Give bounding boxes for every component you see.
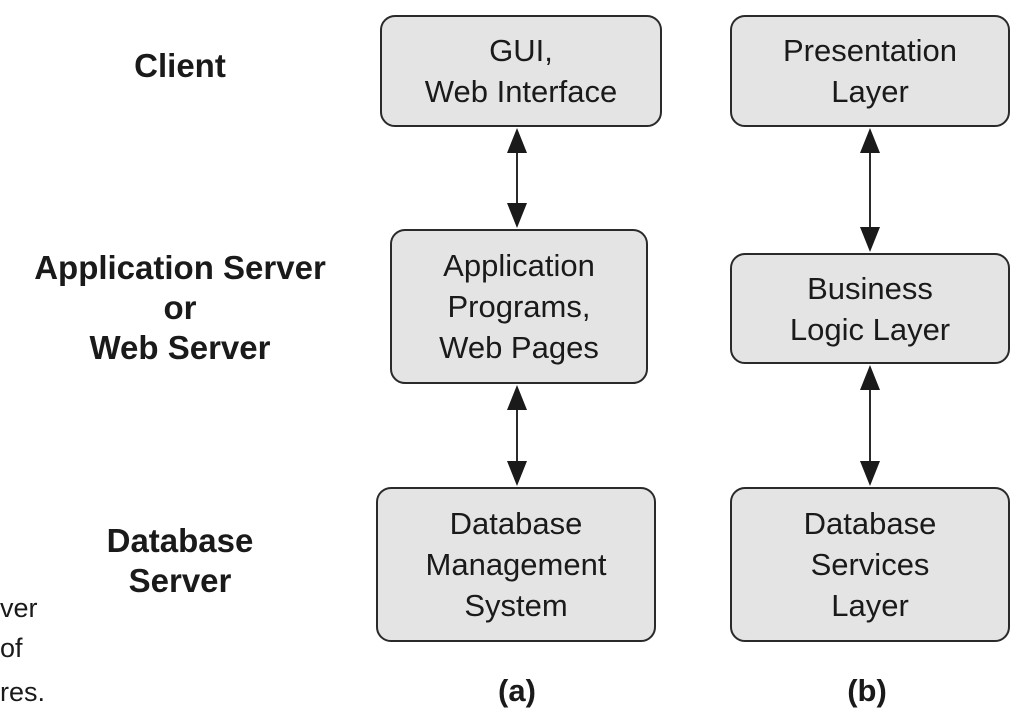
box-dbms-line-1: Database <box>449 506 583 541</box>
arrow-logic-to-dbservices <box>860 365 880 486</box>
tier-label-client: Client <box>0 46 360 86</box>
box-database-services-layer: Database Services Layer <box>730 487 1010 642</box>
box-dbsvc-line-1: Database <box>803 506 937 541</box>
panel-label-a: (a) <box>498 673 536 708</box>
panel-label-b: (b) <box>847 673 887 708</box>
caption-fragment-2: of <box>0 633 23 663</box>
box-logic-line-2: Logic Layer <box>789 311 951 347</box>
box-presentation-line-2: Layer <box>831 74 909 109</box>
tier-label-application-server: Application Server or Web Server <box>0 248 360 368</box>
box-presentation-layer: Presentation Layer <box>730 15 1010 127</box>
box-dbsvc-line-2: Services <box>810 547 930 582</box>
box-application-programs: Application Programs, Web Pages <box>390 229 648 384</box>
box-dbms-line-3: System <box>464 588 568 623</box>
box-database-management-system: Database Management System <box>376 487 656 642</box>
tier-label-database-server: Database Server <box>0 521 360 601</box>
box-logic-line-1: Business <box>807 270 933 306</box>
box-gui-web-interface: GUI, Web Interface <box>380 15 662 127</box>
box-gui-line-1: GUI, <box>489 33 553 68</box>
box-app-line-1: Application <box>443 248 595 283</box>
arrow-gui-to-app <box>507 128 527 228</box>
box-app-line-3: Web Pages <box>439 330 599 365</box>
tier-label-app-line-1: Application Server <box>34 249 326 286</box>
tier-label-app-line-2: or <box>163 289 197 326</box>
tier-label-app-line-3: Web Server <box>89 329 271 366</box>
box-gui-line-2: Web Interface <box>424 74 618 109</box>
arrow-app-to-dbms <box>507 385 527 486</box>
box-app-line-2: Programs, <box>447 289 591 324</box>
box-dbms-line-2: Management <box>425 547 607 582</box>
caption-fragment-1: ver <box>0 593 38 623</box>
tier-label-db-line-2: Server <box>128 562 232 599</box>
tier-label-client-line: Client <box>134 47 226 84</box>
box-business-logic-layer: Business Logic Layer <box>730 253 1010 364</box>
box-dbsvc-line-3: Layer <box>831 588 909 623</box>
caption-fragment-3: res. <box>0 677 46 707</box>
tier-label-db-line-1: Database <box>106 522 254 559</box>
arrow-presentation-to-logic <box>860 128 880 252</box>
box-presentation-line-1: Presentation <box>782 33 958 68</box>
